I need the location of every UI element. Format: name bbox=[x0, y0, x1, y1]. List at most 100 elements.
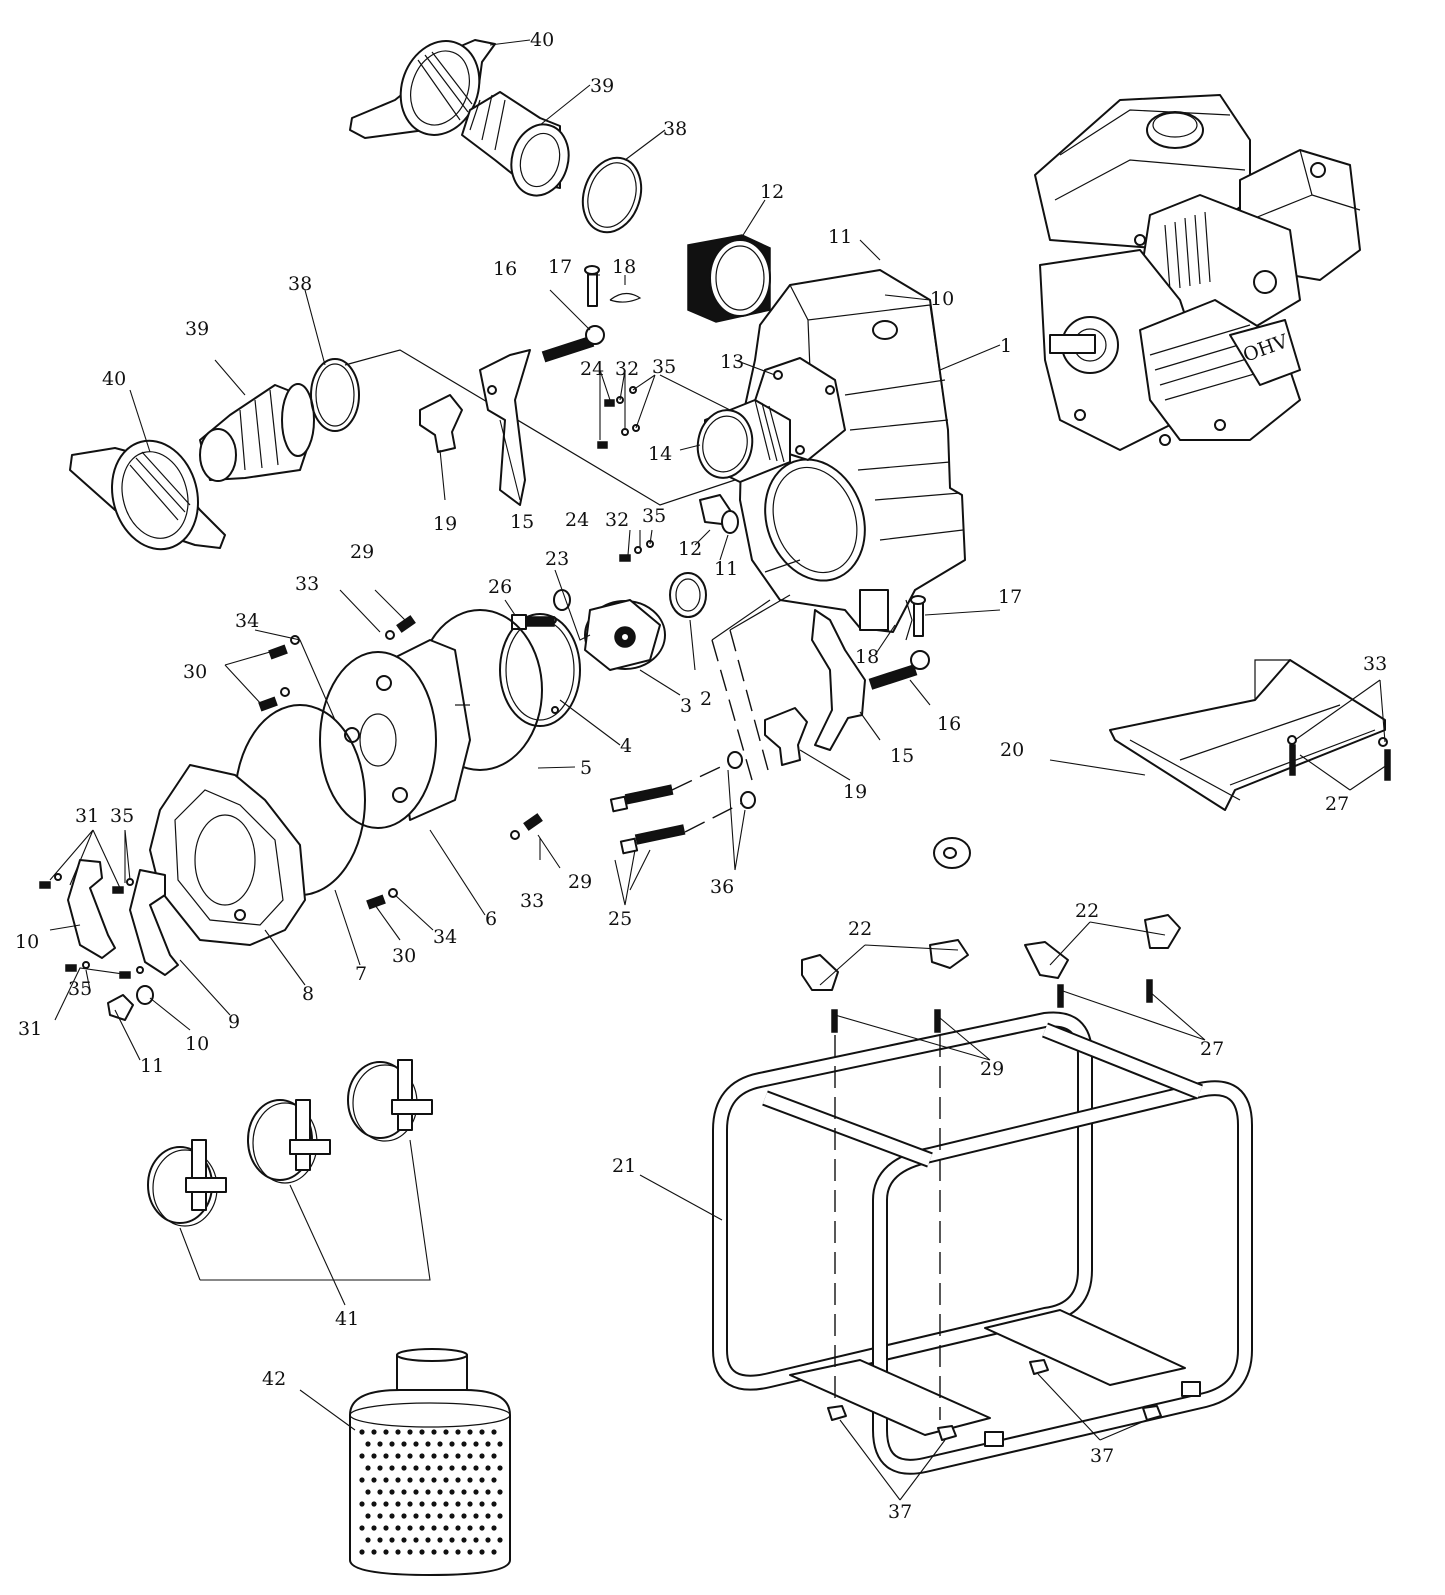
perforation-hole bbox=[395, 1549, 401, 1555]
callout-33-upper: 33 bbox=[295, 573, 319, 595]
callout-29-lower: 29 bbox=[568, 871, 592, 893]
perforation-hole bbox=[395, 1429, 401, 1435]
callout-31-upper: 31 bbox=[75, 805, 99, 827]
perforation-hole bbox=[491, 1453, 497, 1459]
perforation-hole bbox=[485, 1537, 491, 1543]
perforation-hole bbox=[395, 1453, 401, 1459]
perforation-hole bbox=[407, 1429, 413, 1435]
callout-13: 13 bbox=[720, 351, 744, 373]
drain-plug-left bbox=[107, 994, 134, 1021]
engine: OHV bbox=[1034, 94, 1361, 451]
perforation-hole bbox=[371, 1453, 377, 1459]
loose-washer bbox=[933, 837, 971, 869]
discharge-coupling-nut-top bbox=[349, 39, 496, 139]
perforation-hole bbox=[401, 1537, 407, 1543]
callout-33-lower: 33 bbox=[520, 890, 544, 912]
perforation-hole bbox=[389, 1489, 395, 1495]
perforation-hole bbox=[467, 1525, 473, 1531]
callout-19-top: 19 bbox=[433, 513, 457, 535]
perforation-hole bbox=[425, 1513, 431, 1519]
perforation-hole bbox=[497, 1537, 503, 1543]
handle-bracket-lower bbox=[811, 609, 866, 751]
eye-bolt-lower bbox=[868, 650, 930, 690]
perforation-hole bbox=[371, 1525, 377, 1531]
callout-37-left: 37 bbox=[888, 1501, 912, 1523]
perforation-hole bbox=[485, 1489, 491, 1495]
perforation-hole bbox=[467, 1549, 473, 1555]
perforation-hole bbox=[431, 1477, 437, 1483]
perforation-hole bbox=[419, 1477, 425, 1483]
callout-10-left: 10 bbox=[15, 931, 39, 953]
handle-bracket-upper bbox=[479, 349, 531, 506]
callout-40-mid: 40 bbox=[102, 368, 126, 390]
gasket-ring-top bbox=[581, 156, 643, 234]
pin-upper bbox=[584, 265, 600, 307]
suction-coupling-nut bbox=[69, 439, 226, 551]
perforation-hole bbox=[443, 1453, 449, 1459]
hose-clamps bbox=[147, 1059, 433, 1227]
perforation-hole bbox=[431, 1453, 437, 1459]
callout-34-upper: 34 bbox=[235, 610, 259, 632]
drain-gasket-left bbox=[136, 985, 154, 1005]
perforation-hole bbox=[377, 1513, 383, 1519]
perforation-hole bbox=[473, 1489, 479, 1495]
eye-bolt-upper bbox=[541, 325, 605, 363]
perforation-hole bbox=[479, 1501, 485, 1507]
callout-33-right: 33 bbox=[1363, 653, 1387, 675]
callout-41: 41 bbox=[335, 1308, 359, 1330]
pin-lower bbox=[910, 595, 926, 637]
perforation-hole bbox=[389, 1465, 395, 1471]
callout-23: 23 bbox=[545, 548, 569, 570]
callout-21: 21 bbox=[612, 1155, 636, 1177]
perforation-hole bbox=[473, 1441, 479, 1447]
perforation-hole bbox=[479, 1549, 485, 1555]
frame-nuts bbox=[827, 1359, 1162, 1441]
perforation-hole bbox=[371, 1477, 377, 1483]
callout-24-mid: 24 bbox=[565, 509, 589, 531]
engine-base-plate bbox=[1109, 659, 1391, 811]
perforation-hole bbox=[425, 1537, 431, 1543]
perforation-hole bbox=[365, 1513, 371, 1519]
mount-screws bbox=[831, 979, 1153, 1033]
perforation-hole bbox=[407, 1549, 413, 1555]
perforation-hole bbox=[461, 1465, 467, 1471]
callout-11-mid: 11 bbox=[714, 558, 738, 580]
thread-bushing bbox=[687, 234, 771, 323]
callout-8: 8 bbox=[302, 983, 314, 1005]
perforation-hole bbox=[371, 1429, 377, 1435]
perforation-hole bbox=[455, 1525, 461, 1531]
callout-27-frame: 27 bbox=[1200, 1038, 1224, 1060]
perforation-hole bbox=[455, 1501, 461, 1507]
perforation-hole bbox=[479, 1477, 485, 1483]
cover-clamp-handle-left bbox=[67, 859, 116, 959]
pump-cover bbox=[149, 764, 306, 946]
perforation-hole bbox=[455, 1429, 461, 1435]
perforation-hole bbox=[389, 1441, 395, 1447]
perforation-hole bbox=[377, 1465, 383, 1471]
perforation-hole bbox=[449, 1441, 455, 1447]
perforation-hole bbox=[425, 1441, 431, 1447]
leader-lines bbox=[49, 39, 1388, 1501]
perforation-hole bbox=[389, 1537, 395, 1543]
perforation-hole bbox=[359, 1453, 365, 1459]
callout-35-left-upper: 35 bbox=[110, 805, 134, 827]
perforation-hole bbox=[497, 1513, 503, 1519]
perforation-hole bbox=[467, 1477, 473, 1483]
perforation-hole bbox=[479, 1525, 485, 1531]
perforation-hole bbox=[359, 1429, 365, 1435]
perforation-hole bbox=[425, 1465, 431, 1471]
perforation-hole bbox=[449, 1489, 455, 1495]
perforation-hole bbox=[461, 1489, 467, 1495]
perforation-hole bbox=[365, 1537, 371, 1543]
callout-32-mid: 32 bbox=[605, 509, 629, 531]
perforation-hole bbox=[383, 1477, 389, 1483]
perforation-hole bbox=[401, 1489, 407, 1495]
callout-30-upper: 30 bbox=[183, 661, 207, 683]
discharge-nipple bbox=[696, 399, 791, 483]
cotter-pin-upper bbox=[609, 292, 642, 303]
pump-frame bbox=[712, 1011, 1253, 1475]
perforation-hole bbox=[419, 1429, 425, 1435]
hose-barb-mid bbox=[199, 383, 315, 482]
perforation-hole bbox=[497, 1441, 503, 1447]
